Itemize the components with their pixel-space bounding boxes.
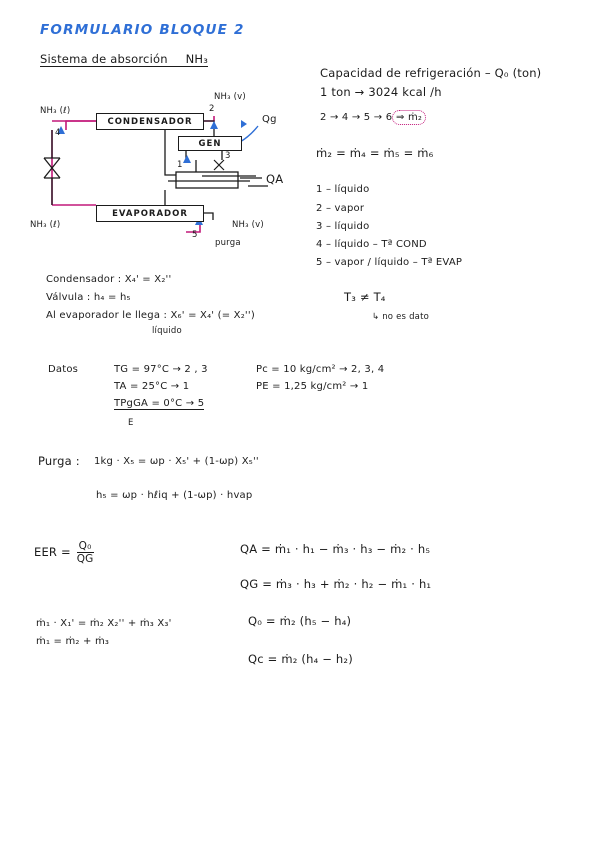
eer-label: EER = <box>34 545 71 559</box>
datos-e: E <box>128 418 134 428</box>
mass-eq1: ṁ₁ · X₁' = ṁ₂ X₂'' + ṁ₃ X₃' <box>36 618 172 629</box>
balance-qc: Qc = ṁ₂ (h₄ − h₂) <box>248 652 353 666</box>
label-purga: purga <box>215 238 241 248</box>
sequence-result: ⇒ ṁ₂ <box>392 110 427 125</box>
relation-condensador: Condensador : X₄' = X₂'' <box>46 274 172 285</box>
state-3: 3 – líquido <box>316 221 370 232</box>
node-3: 3 <box>225 151 231 161</box>
label-qa: QA <box>266 172 284 186</box>
relation-valvula: Válvula : h₄ = h₅ <box>46 292 131 303</box>
node-5: 5 <box>192 230 198 240</box>
datos-tg: TG = 97°C → 2 , 3 <box>114 364 208 375</box>
datos-pc: Pc = 10 kg/cm² → 2, 3, 4 <box>256 364 385 375</box>
eer-numerator: Q₀ <box>76 540 94 553</box>
condensador-box: CONDENSADOR <box>96 113 204 130</box>
ton-conversion: 1 ton → 3024 kcal /h <box>320 85 442 99</box>
subtitle-text: Sistema de absorción <box>40 52 168 66</box>
eer-fraction: Q₀ QG <box>75 540 96 565</box>
node-4: 4 <box>55 128 61 138</box>
t3-t4-note: T₃ ≠ T₄ <box>344 290 386 304</box>
label-nh3-v-bottom: NH₃ (v) <box>232 220 264 230</box>
purga-label: Purga : <box>38 454 80 468</box>
node-2: 2 <box>209 104 215 114</box>
state-5: 5 – vapor / líquido – Tª EVAP <box>316 257 463 268</box>
evaporador-box: EVAPORADOR <box>96 205 204 222</box>
eer-formula: EER = Q₀ QG <box>34 540 96 565</box>
relation-liquido: líquido <box>152 326 182 336</box>
relation-evaporador: Al evaporador le llega : X₆' = X₄' (= X₂… <box>46 310 255 321</box>
sequence-text: 2 → 4 → 5 → 6 <box>320 112 393 123</box>
label-nh3-l-bottom: NH₃ (ℓ) <box>30 220 61 230</box>
page-title: FORMULARIO BLOQUE 2 <box>40 22 245 38</box>
mass-flow-equality: ṁ₂ = ṁ₄ = ṁ₅ = ṁ₆ <box>316 146 434 160</box>
pump-valve-icon <box>213 159 225 171</box>
purga-eq2: h₅ = ωp · hℓiq + (1-ωp) · hvap <box>96 490 253 501</box>
balance-qo: Q₀ = ṁ₂ (h₅ − h₄) <box>248 614 352 628</box>
absorber-box <box>175 171 239 189</box>
balance-qa: QA = ṁ₁ · h₁ − ṁ₃ · h₃ − ṁ₂ · h₅ <box>240 542 431 556</box>
state-2: 2 – vapor <box>316 203 365 214</box>
label-qg: Qg <box>262 114 277 125</box>
datos-ta: TA = 25°C → 1 <box>114 381 190 392</box>
qg-arrow-icon <box>239 125 259 143</box>
state-4: 4 – líquido – Tª COND <box>316 239 427 250</box>
datos-label: Datos <box>48 364 79 375</box>
state-1: 1 – líquido <box>316 184 370 195</box>
mass-eq2: ṁ₁ = ṁ₂ + ṁ₃ <box>36 636 110 647</box>
label-nh3-l-left: NH₃ (ℓ) <box>40 106 71 116</box>
subtitle: Sistema de absorción NH₃ <box>40 52 209 67</box>
capacidad-text: Capacidad de refrigeración – Q₀ (ton) <box>320 66 542 80</box>
sequence-result-text: ⇒ ṁ₂ <box>392 110 427 125</box>
expansion-valve-icon <box>43 157 61 179</box>
subtitle-formula: NH₃ <box>185 52 209 66</box>
purga-eq1: 1kg · X₅ = ωp · X₅' + (1-ωp) X₅'' <box>94 456 259 467</box>
label-nh3-v-top: NH₃ (v) <box>214 92 246 102</box>
gen-box: GEN <box>178 136 242 151</box>
no-dato-note: ↳ no es dato <box>372 312 430 322</box>
balance-qg: QG = ṁ₃ · h₃ + ṁ₂ · h₂ − ṁ₁ · h₁ <box>240 577 432 591</box>
datos-pe: PE = 1,25 kg/cm² → 1 <box>256 381 369 392</box>
eer-denominator: QG <box>76 553 94 565</box>
datos-tpga: TPgGA = 0°C → 5 <box>114 398 205 410</box>
node-1: 1 <box>177 160 183 170</box>
